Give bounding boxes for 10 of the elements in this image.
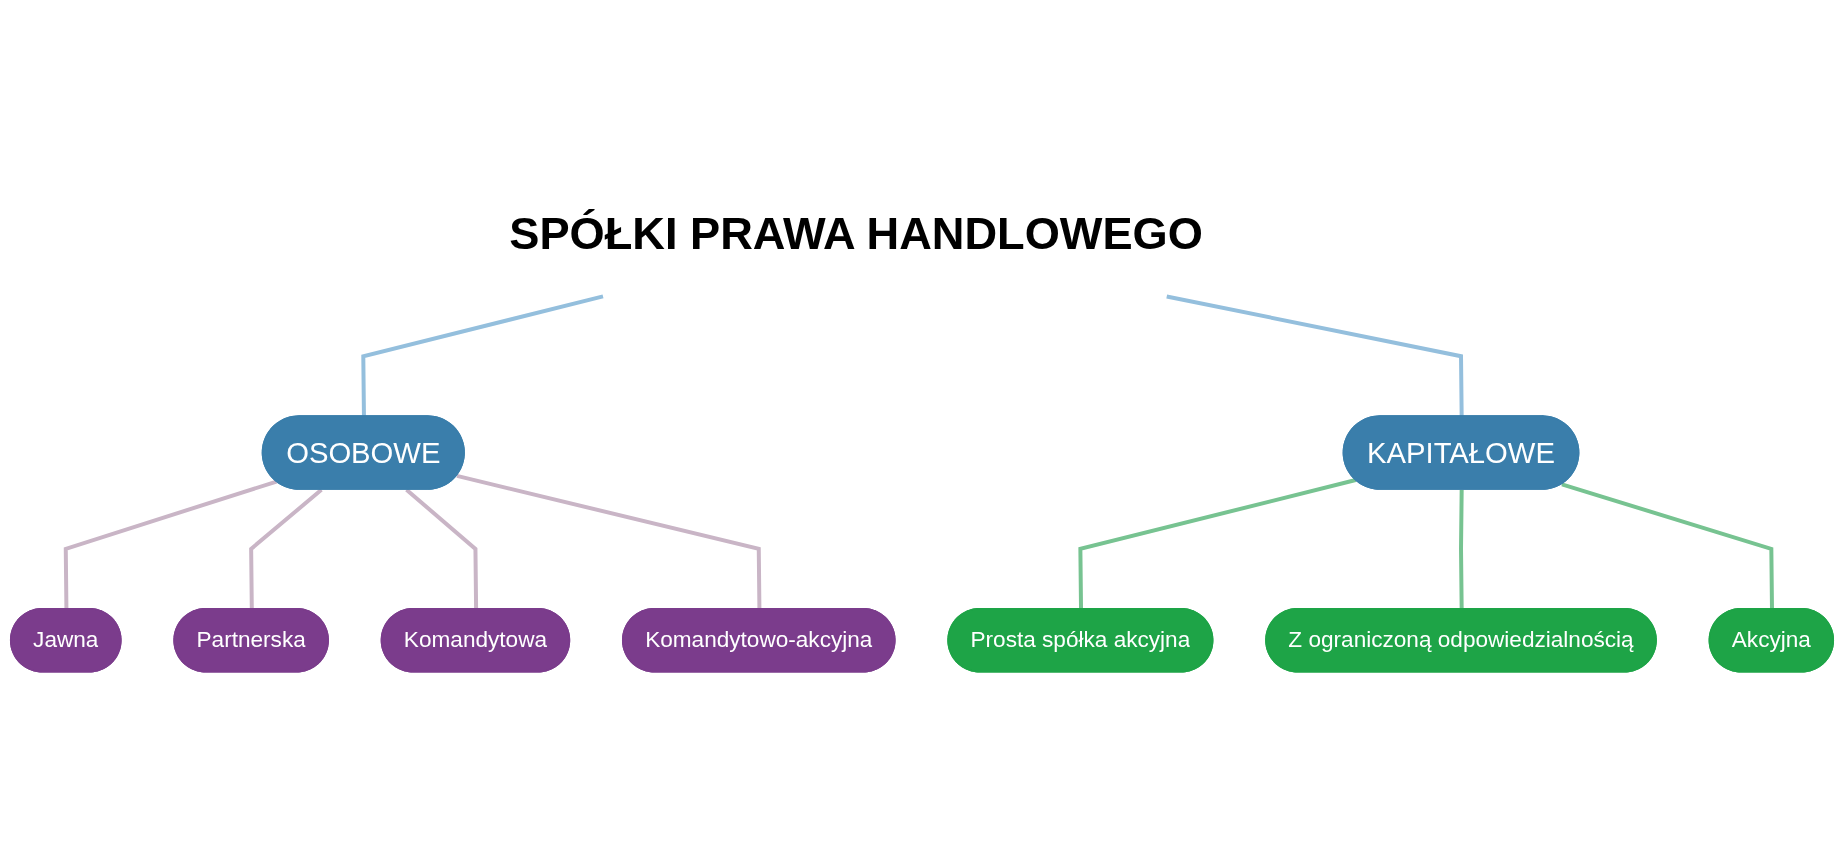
connector xyxy=(405,488,479,610)
connector xyxy=(1078,478,1357,610)
connector xyxy=(1459,489,1464,610)
connector xyxy=(249,488,323,610)
connector xyxy=(1561,482,1774,610)
connector xyxy=(361,294,604,417)
connector xyxy=(456,473,762,610)
connector xyxy=(1166,294,1464,417)
node-text: SPÓŁKI PRAWA HANDLOWEGO xyxy=(509,207,1203,258)
connector xyxy=(63,479,278,610)
